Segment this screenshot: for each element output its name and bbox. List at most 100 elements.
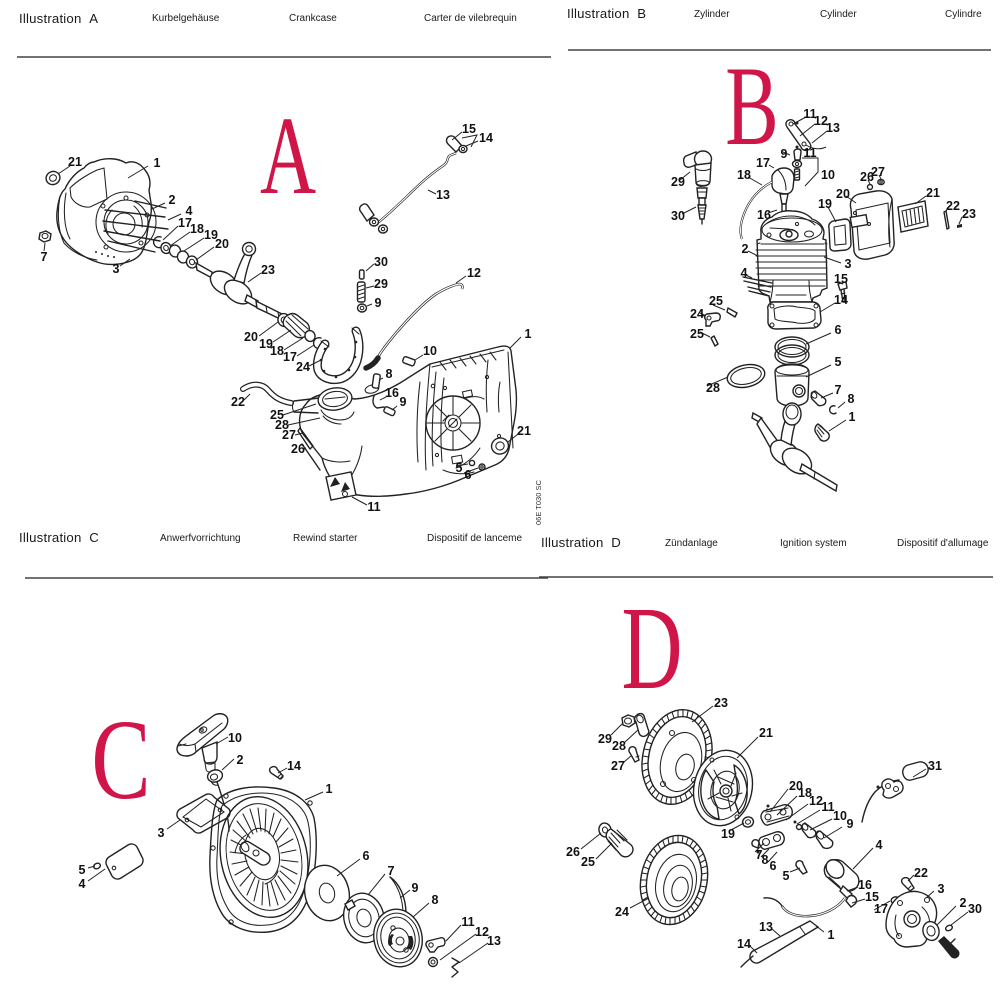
svg-text:23: 23 bbox=[962, 207, 976, 221]
svg-text:7: 7 bbox=[756, 848, 763, 862]
svg-text:10: 10 bbox=[423, 344, 437, 358]
svg-text:24: 24 bbox=[296, 360, 310, 374]
svg-text:5: 5 bbox=[79, 863, 86, 877]
svg-text:Ignition system: Ignition system bbox=[780, 538, 847, 549]
svg-text:8: 8 bbox=[432, 893, 439, 907]
svg-text:Rewind starter: Rewind starter bbox=[293, 533, 358, 544]
svg-text:14: 14 bbox=[834, 293, 848, 307]
svg-text:8: 8 bbox=[848, 392, 855, 406]
svg-text:1: 1 bbox=[849, 410, 856, 424]
svg-text:27: 27 bbox=[871, 165, 885, 179]
svg-text:23: 23 bbox=[261, 263, 275, 277]
svg-text:9: 9 bbox=[375, 296, 382, 310]
svg-text:15: 15 bbox=[865, 890, 879, 904]
svg-text:2: 2 bbox=[960, 896, 967, 910]
svg-text:22: 22 bbox=[914, 866, 928, 880]
svg-text:D: D bbox=[621, 583, 682, 714]
svg-text:2: 2 bbox=[237, 753, 244, 767]
svg-text:3: 3 bbox=[113, 262, 120, 276]
svg-text:3: 3 bbox=[938, 882, 945, 896]
svg-text:17: 17 bbox=[756, 156, 770, 170]
svg-text:Illustration B: Illustration B bbox=[567, 6, 646, 21]
svg-text:06E T030 SC: 06E T030 SC bbox=[534, 480, 543, 525]
svg-text:19: 19 bbox=[204, 228, 218, 242]
svg-text:17: 17 bbox=[874, 902, 888, 916]
svg-text:5: 5 bbox=[835, 355, 842, 369]
svg-text:31: 31 bbox=[928, 759, 942, 773]
svg-text:Kurbelgehäuse: Kurbelgehäuse bbox=[152, 13, 220, 24]
svg-text:14: 14 bbox=[287, 759, 301, 773]
svg-text:18: 18 bbox=[737, 168, 751, 182]
svg-text:13: 13 bbox=[436, 188, 450, 202]
svg-text:12: 12 bbox=[467, 266, 481, 280]
svg-text:Dispositif d'allumage: Dispositif d'allumage bbox=[897, 538, 989, 549]
svg-text:13: 13 bbox=[759, 920, 773, 934]
svg-text:21: 21 bbox=[759, 726, 773, 740]
svg-text:20: 20 bbox=[789, 779, 803, 793]
svg-text:25: 25 bbox=[690, 327, 704, 341]
svg-text:10: 10 bbox=[833, 809, 847, 823]
svg-text:20: 20 bbox=[244, 330, 258, 344]
svg-text:12: 12 bbox=[475, 925, 489, 939]
svg-text:25: 25 bbox=[581, 855, 595, 869]
svg-text:1: 1 bbox=[828, 928, 835, 942]
svg-text:11: 11 bbox=[803, 107, 816, 121]
svg-text:6: 6 bbox=[770, 859, 777, 873]
svg-text:Dispositif de lanceme: Dispositif de lanceme bbox=[427, 533, 522, 544]
svg-text:Cylinder: Cylinder bbox=[820, 9, 857, 20]
svg-text:Illustration D: Illustration D bbox=[541, 535, 621, 550]
svg-text:2: 2 bbox=[742, 242, 749, 256]
svg-text:1: 1 bbox=[326, 782, 333, 796]
svg-text:29: 29 bbox=[671, 175, 685, 189]
svg-text:7: 7 bbox=[835, 383, 842, 397]
svg-text:22: 22 bbox=[231, 395, 245, 409]
svg-text:13: 13 bbox=[487, 934, 501, 948]
svg-text:6: 6 bbox=[835, 323, 842, 337]
svg-text:18: 18 bbox=[270, 344, 284, 358]
svg-text:4: 4 bbox=[741, 266, 748, 280]
svg-text:20: 20 bbox=[836, 187, 850, 201]
svg-text:21: 21 bbox=[517, 424, 531, 438]
svg-text:18: 18 bbox=[190, 222, 204, 236]
svg-text:27: 27 bbox=[282, 428, 296, 442]
svg-text:Illustration C: Illustration C bbox=[19, 530, 99, 545]
svg-text:A: A bbox=[260, 95, 316, 218]
svg-text:5: 5 bbox=[456, 461, 463, 475]
svg-text:14: 14 bbox=[479, 131, 493, 145]
svg-text:Carter de vilebrequin: Carter de vilebrequin bbox=[424, 13, 517, 24]
svg-text:15: 15 bbox=[462, 122, 476, 136]
svg-text:3: 3 bbox=[158, 826, 165, 840]
svg-text:12: 12 bbox=[814, 114, 828, 128]
svg-text:26: 26 bbox=[291, 442, 305, 456]
svg-text:17: 17 bbox=[178, 216, 192, 230]
svg-text:18: 18 bbox=[798, 786, 812, 800]
svg-text:Crankcase: Crankcase bbox=[289, 13, 337, 24]
svg-text:5: 5 bbox=[783, 869, 790, 883]
svg-text:1: 1 bbox=[525, 327, 532, 341]
svg-text:Zündanlage: Zündanlage bbox=[665, 538, 718, 549]
svg-text:26: 26 bbox=[860, 170, 874, 184]
svg-text:6: 6 bbox=[465, 468, 472, 482]
svg-text:11: 11 bbox=[821, 800, 834, 814]
svg-text:19: 19 bbox=[259, 337, 273, 351]
svg-text:16: 16 bbox=[858, 878, 872, 892]
svg-text:4: 4 bbox=[186, 204, 193, 218]
svg-text:21: 21 bbox=[926, 186, 940, 200]
svg-text:11: 11 bbox=[367, 500, 380, 514]
svg-text:16: 16 bbox=[757, 208, 771, 222]
svg-text:30: 30 bbox=[968, 902, 982, 916]
svg-text:15: 15 bbox=[834, 272, 848, 286]
svg-text:20: 20 bbox=[215, 237, 229, 251]
svg-text:Anwerfvorrichtung: Anwerfvorrichtung bbox=[160, 533, 241, 544]
svg-text:19: 19 bbox=[818, 197, 832, 211]
svg-text:Cylindre: Cylindre bbox=[945, 9, 982, 20]
svg-text:19: 19 bbox=[721, 827, 735, 841]
svg-text:25: 25 bbox=[709, 294, 723, 308]
svg-text:17: 17 bbox=[283, 350, 297, 364]
svg-text:23: 23 bbox=[714, 696, 728, 710]
svg-text:4: 4 bbox=[876, 838, 883, 852]
svg-text:26: 26 bbox=[566, 845, 580, 859]
svg-text:25: 25 bbox=[270, 408, 284, 422]
svg-text:22: 22 bbox=[946, 199, 960, 213]
svg-text:28: 28 bbox=[706, 381, 720, 395]
